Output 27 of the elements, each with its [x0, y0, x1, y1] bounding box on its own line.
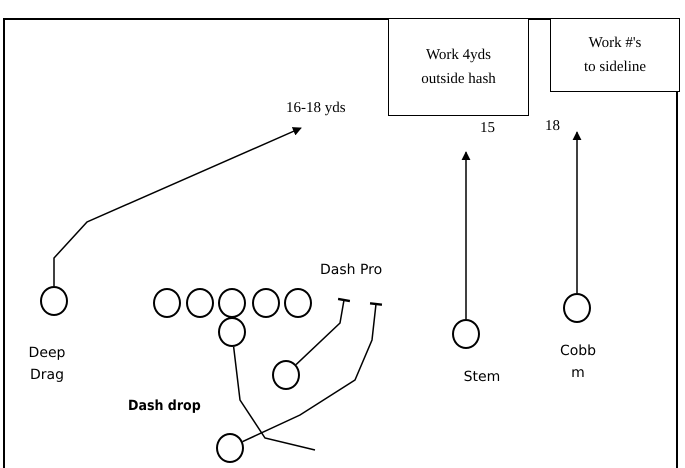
note-text: Work 4yds outside hash	[420, 46, 497, 89]
route-line	[296, 298, 352, 366]
player-circle	[272, 360, 300, 390]
route-label: 16-18 yds	[286, 100, 346, 117]
route-line	[572, 131, 582, 293]
route-line	[242, 302, 384, 442]
player-circle	[40, 286, 68, 316]
play-label: Dash drop	[128, 398, 201, 414]
note-box	[388, 18, 529, 116]
route-line	[232, 346, 316, 451]
player-circle	[218, 288, 246, 318]
player-circle	[252, 288, 280, 318]
note-text: Work #'s to sideline	[582, 34, 648, 77]
note-box	[550, 18, 680, 92]
player-circle	[216, 433, 244, 463]
player-circle	[452, 319, 480, 349]
player-circle	[284, 288, 312, 318]
player-circle	[153, 288, 181, 318]
player-circle	[186, 288, 214, 318]
player-circle	[218, 317, 246, 347]
player-circle	[563, 293, 591, 323]
route-line	[53, 127, 302, 286]
player-label: Deep Drag	[28, 344, 66, 385]
player-label: Cobb m	[558, 342, 598, 383]
play-label: Dash Pro	[320, 262, 382, 278]
player-label: Stem	[462, 368, 502, 387]
route-line	[462, 151, 470, 319]
